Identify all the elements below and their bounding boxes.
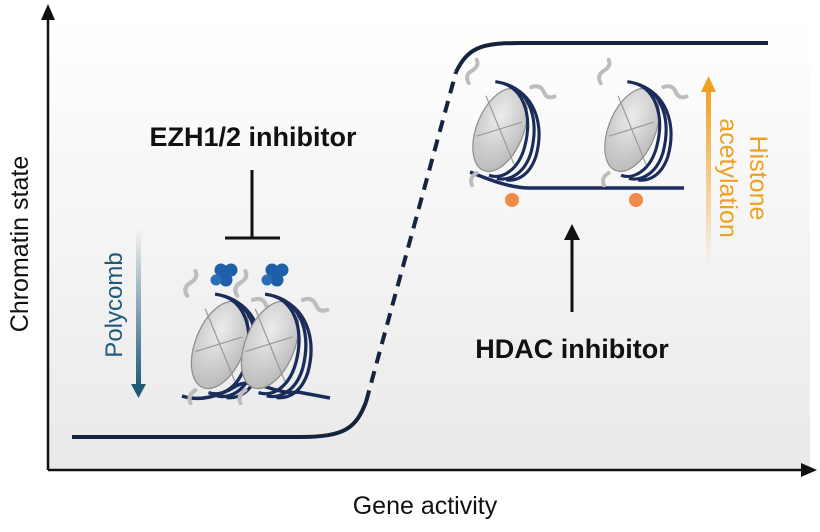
acetylation-arrow-shaft — [706, 88, 711, 268]
ezh-inhibitor-label: EZH1/2 inhibitor — [149, 122, 357, 152]
acetylation-label: acetylation — [714, 118, 742, 238]
hdac-inhibitor-label: HDAC inhibitor — [475, 334, 669, 364]
linker-dna — [469, 170, 684, 190]
active-chromatin — [459, 57, 689, 207]
curve-high-segment — [454, 41, 768, 73]
polycomb-arrowhead — [131, 384, 146, 398]
repressed-chromatin — [180, 263, 331, 404]
acetyl-mark-icon — [629, 193, 643, 207]
acetylation-arrowhead — [701, 76, 716, 92]
plot-area — [48, 18, 810, 470]
acetyl-mark-icon — [505, 193, 519, 207]
hdac-arrowhead — [564, 224, 580, 240]
x-axis-arrowhead — [801, 463, 817, 477]
polycomb-label: Polycomb — [101, 252, 128, 357]
y-axis-arrowhead — [41, 4, 55, 20]
curve-transition-segment — [364, 71, 458, 403]
y-axis-label: Chromatin state — [6, 156, 34, 332]
histone-label: Histone — [744, 136, 772, 221]
x-axis-label: Gene activity — [353, 492, 498, 520]
curve-low-segment — [72, 401, 368, 439]
polycomb-arrow-shaft — [136, 228, 141, 388]
methyl-mark-icon — [261, 263, 289, 287]
methyl-mark-icon — [210, 263, 238, 287]
